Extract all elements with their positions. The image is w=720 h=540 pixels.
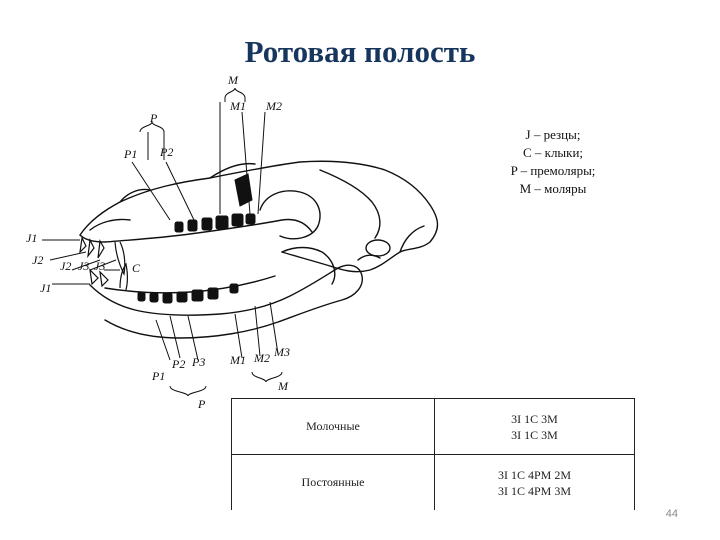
- tooth-lower-6: [207, 287, 219, 300]
- label-M-bottom: M: [277, 379, 289, 393]
- tooth-lower-2: [149, 292, 159, 303]
- tooth-upper-m2: [245, 213, 256, 225]
- tooth-upper-m1: [231, 213, 244, 227]
- page-number: 44: [665, 508, 678, 520]
- tooth-upper-p1: [174, 221, 184, 233]
- label-P2-bottom: P2: [171, 357, 185, 371]
- formula-permanent: 3I 1C 4PM 2M 3I 1C 4PM 3M: [434, 454, 635, 510]
- label-M2-bottom: M2: [253, 351, 270, 365]
- formula-milk-lower: 3I 1C 3M: [511, 427, 558, 442]
- tooth-upper-p4: [215, 215, 229, 230]
- formula-milk: 3I 1C 3M 3I 1C 3M: [434, 397, 635, 456]
- bracket-P-bottom: [169, 385, 207, 397]
- upper-incisors: [79, 236, 105, 259]
- dental-formula-table: Молочные 3I 1C 3M 3I 1C 3M Постоянные 3I…: [231, 397, 635, 510]
- label-C: C: [132, 261, 141, 275]
- tooth-lower-1: [137, 291, 146, 302]
- bracket-P-top: [139, 121, 165, 133]
- row-label-permanent: Постоянные: [231, 454, 435, 510]
- label-J2-low: J2: [60, 259, 71, 273]
- skull-illustration: M M1 M2 P P1 P2 J1 J2 J2 J3 J3 C J1 P1 P…: [26, 73, 439, 411]
- tooth-upper-p3: [201, 217, 213, 231]
- tooth-upper-p2: [187, 219, 198, 232]
- tooth-lower-3: [162, 292, 173, 304]
- label-P1-top: P1: [123, 147, 137, 161]
- label-J1-low: J1: [40, 281, 51, 295]
- orbit: [259, 190, 321, 240]
- teeth-legend: J – резцы; C – клыки; P – премоляры; M –…: [478, 126, 628, 198]
- label-P-top: P: [149, 111, 158, 125]
- upper-jaw: [79, 218, 313, 243]
- formula-permanent-upper: 3I 1C 4PM 2M: [497, 467, 571, 482]
- bracket-M-bottom: [251, 371, 283, 383]
- label-P2-top: P2: [159, 145, 173, 159]
- legend-incisors: J – резцы;: [525, 127, 581, 142]
- slide-title: Ротовая полость: [244, 34, 476, 69]
- legend-premolars: P – премоляры;: [510, 163, 596, 178]
- bracket-M-top: [224, 87, 246, 102]
- formula-milk-upper: 3I 1C 3M: [511, 411, 558, 426]
- tooth-lower-4: [176, 291, 188, 303]
- label-M1-top: M1: [229, 99, 246, 113]
- label-J3-low: J3: [94, 259, 105, 273]
- mandible: [89, 264, 363, 339]
- formula-permanent-lower: 3I 1C 4PM 3M: [497, 483, 571, 498]
- label-P1-bottom: P1: [151, 369, 165, 383]
- table-row: Постоянные 3I 1C 4PM 2M 3I 1C 4PM 3M: [231, 454, 635, 510]
- label-M-top: M: [227, 73, 239, 87]
- legend-molars: M – моляры: [519, 181, 587, 196]
- legend-canines: C – клыки;: [522, 145, 584, 160]
- label-M1-bottom: M1: [229, 353, 246, 367]
- label-P3-bottom: P3: [191, 355, 205, 369]
- lower-incisors: [89, 268, 109, 288]
- label-M2-top: M2: [265, 99, 282, 113]
- tooth-lower-5: [191, 289, 204, 302]
- table-row: Молочные 3I 1C 3M 3I 1C 3M: [231, 397, 635, 456]
- row-label-milk: Молочные: [231, 397, 435, 456]
- label-P-bottom: P: [197, 397, 206, 411]
- upper-canine: [114, 241, 126, 276]
- label-J1-top: J1: [26, 231, 37, 245]
- label-M3-bottom: M3: [273, 345, 290, 359]
- lower-canine: [119, 262, 129, 291]
- skull-outline: [79, 160, 439, 273]
- label-J2: J2: [32, 253, 43, 267]
- label-J3: J3: [78, 259, 89, 273]
- tooth-lower-7: [229, 283, 239, 294]
